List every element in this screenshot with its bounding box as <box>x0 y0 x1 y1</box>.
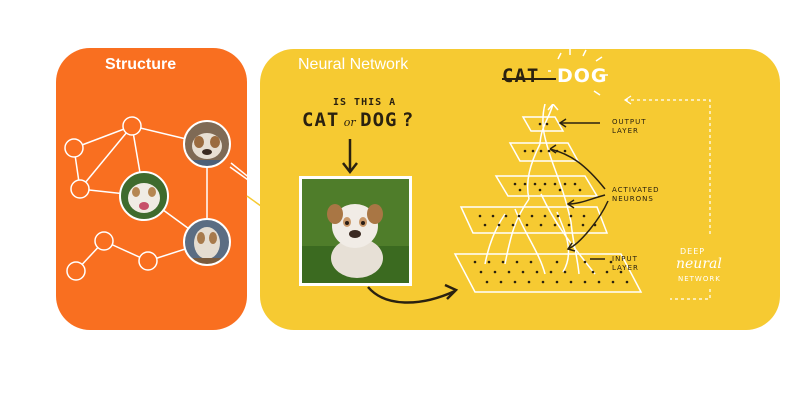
question-or: or <box>343 116 356 129</box>
label-activated-neurons: ACTIVATED NEURONS <box>612 186 660 203</box>
dnn-network: NETWORK <box>678 275 721 283</box>
dog-photo-node-3 <box>183 218 231 266</box>
question-line2: CAT or DOG ? <box>302 109 414 131</box>
dog-photo-node-1 <box>183 120 231 168</box>
sparkle-icon <box>548 49 608 96</box>
layer-3 <box>494 175 599 197</box>
label-pointers <box>550 118 609 260</box>
feedback-loop <box>623 95 711 300</box>
neural-network-title: Neural Network <box>298 56 409 73</box>
layer-4 <box>459 206 609 234</box>
dnn-deep: DEEP <box>680 247 706 256</box>
neural-network-panel: Neural Network IS THIS A CAT or DOG ? CA… <box>260 49 780 330</box>
label-output-layer: OUTPUT LAYER <box>612 118 647 135</box>
curved-arrow-icon <box>367 283 459 304</box>
label-input-layer: INPUT LAYER <box>612 255 639 272</box>
down-arrow-icon <box>342 139 358 175</box>
layer-input <box>453 253 643 293</box>
layer-output <box>521 116 565 132</box>
pyramid-layers <box>453 104 643 293</box>
structure-title: Structure <box>105 56 177 73</box>
dog-photo-node-2 <box>119 171 169 221</box>
answer-cat: CAT <box>502 65 540 87</box>
bulldog-puppy-photo <box>299 176 412 286</box>
strikethrough <box>502 78 556 80</box>
question-dog: DOG <box>360 109 398 131</box>
structure-graph <box>64 116 247 281</box>
question-line1: IS THIS A <box>333 97 397 108</box>
structure-panel: Structure <box>56 48 247 330</box>
dnn-neural: neural <box>676 256 722 272</box>
question-mark: ? <box>401 109 415 131</box>
question-cat: CAT <box>302 109 340 131</box>
answer-dog: DOG <box>557 65 608 87</box>
